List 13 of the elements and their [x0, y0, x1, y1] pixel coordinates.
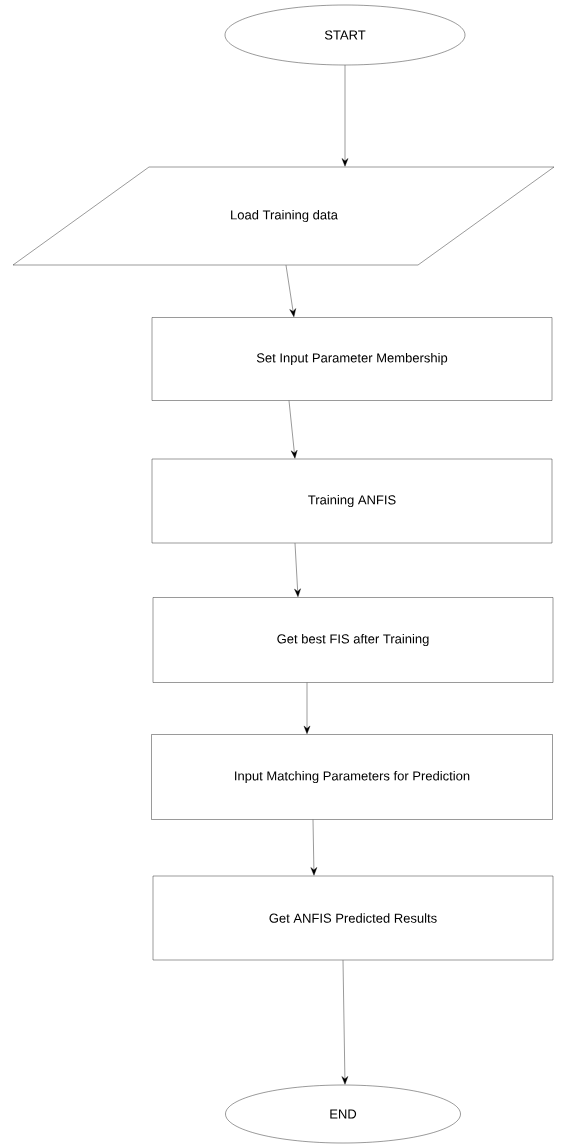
process-box: Input Matching Parameters for Prediction — [151, 734, 553, 820]
process-box: Training ANFIS — [151, 458, 553, 544]
input-parallelogram: Load Training data — [12, 166, 555, 266]
arrow — [285, 265, 296, 317]
process-box: Get best FIS after Training — [152, 597, 554, 683]
process-box: Set Input Parameter Membership — [151, 317, 553, 401]
process-box: Get ANFIS Predicted Results — [152, 875, 554, 961]
arrow — [310, 819, 318, 876]
arrow — [294, 543, 301, 597]
arrow — [341, 65, 349, 167]
arrow — [303, 682, 311, 734]
arrow — [341, 960, 349, 1085]
arrow — [288, 400, 298, 459]
